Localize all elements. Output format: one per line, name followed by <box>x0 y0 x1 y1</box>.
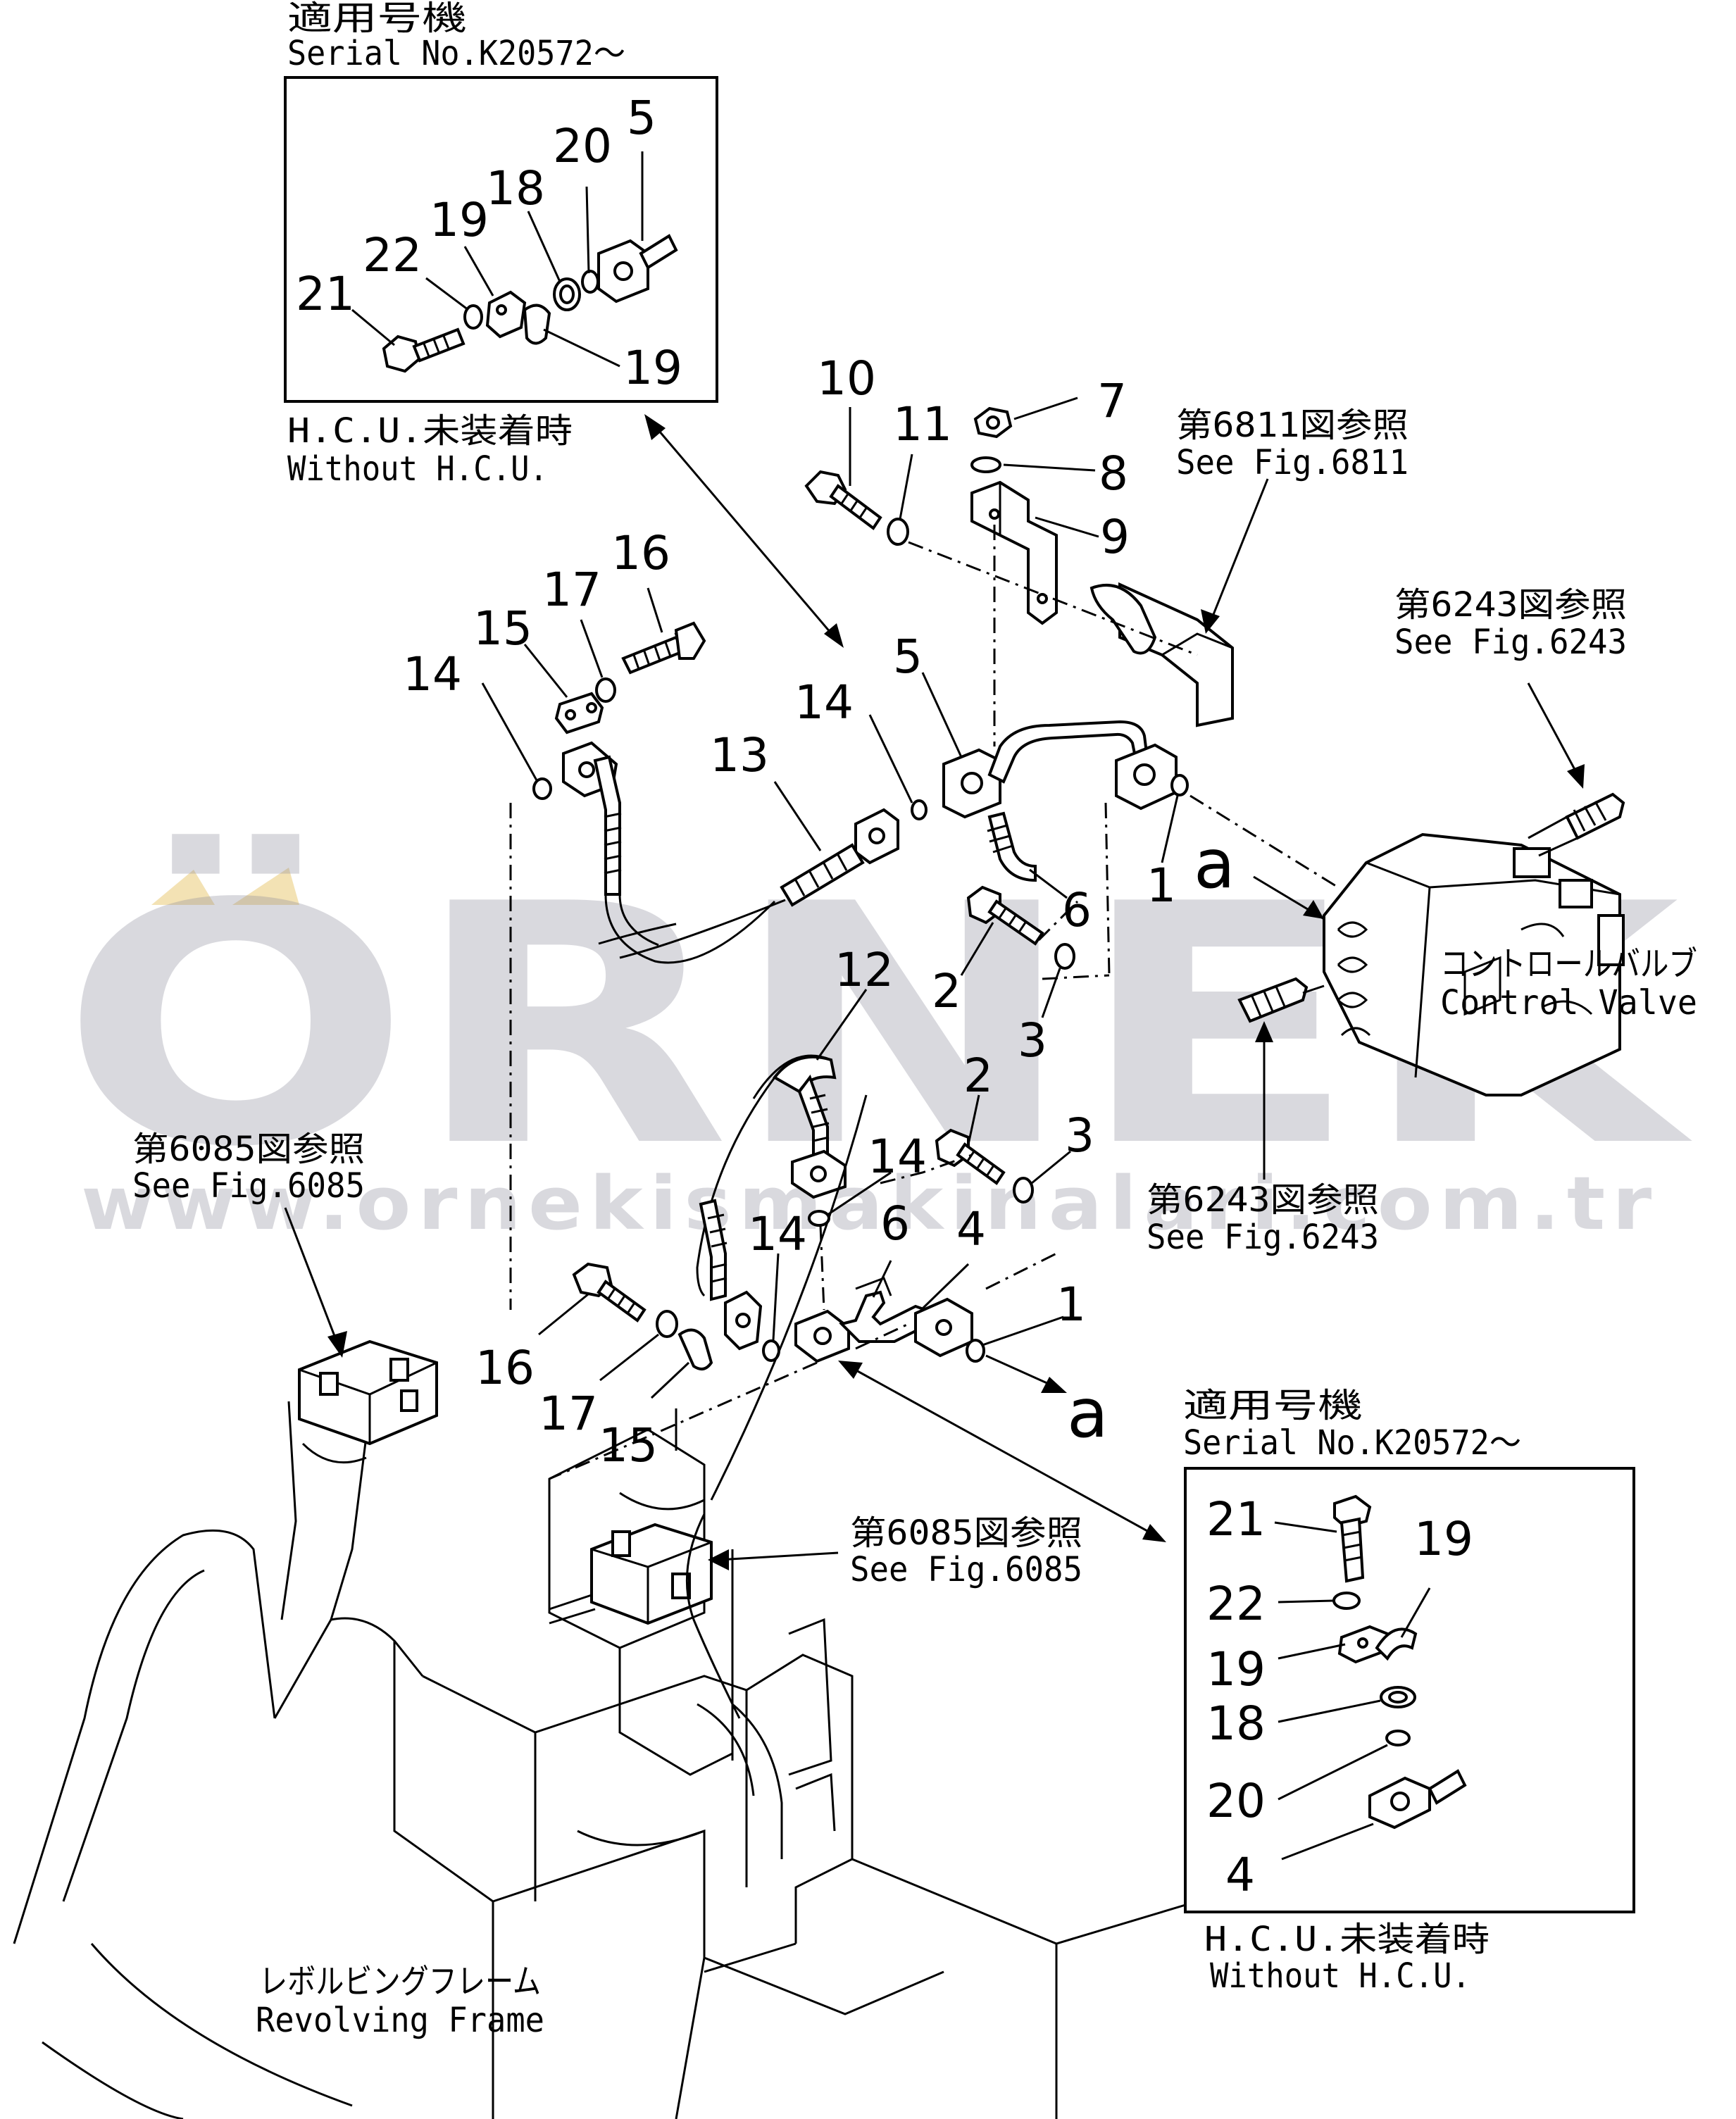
part-num-13: 13 <box>710 728 769 782</box>
center-valve-block <box>549 1523 713 1625</box>
control-valve-label-en: Control Valve <box>1440 983 1697 1023</box>
inset-top-serial-en: Serial No.K20572～ <box>287 34 625 73</box>
watermark-accent-left <box>151 870 215 905</box>
part-num-6b: 6 <box>880 1196 910 1251</box>
ref-6243b-en: See Fig.6243 <box>1147 1218 1379 1257</box>
revolving-frame-label-en: Revolving Frame <box>256 2001 544 2040</box>
inset-bottom-num-18: 18 <box>1206 1696 1266 1751</box>
ref-6811-ja: 第6811図参照 <box>1176 406 1409 445</box>
part-num-5: 5 <box>893 630 923 684</box>
inset-top-num-19a: 19 <box>430 193 489 247</box>
part-5-tube <box>942 720 1178 882</box>
marker-a-bottom: a <box>1067 1374 1109 1453</box>
part-num-8: 8 <box>1099 446 1128 501</box>
inset-bottom-note-en: Without H.C.U. <box>1210 1956 1470 1996</box>
inset-bottom-serial-en: Serial No.K20572～ <box>1183 1423 1521 1463</box>
part-num-2b: 2 <box>963 1049 993 1103</box>
inset-bottom-num-22: 22 <box>1206 1577 1266 1631</box>
leader-lines <box>284 396 1585 1719</box>
part-num-3b: 3 <box>1065 1108 1094 1163</box>
revolving-frame-label-ja: レボルビングフレーム <box>259 1962 541 2001</box>
part-num-15a: 15 <box>473 601 532 656</box>
part-num-14c: 14 <box>868 1130 927 1184</box>
watermark-accent-right <box>232 868 299 905</box>
inset-top-num-5: 5 <box>627 91 656 145</box>
ref-6085b-en: See Fig.6085 <box>850 1550 1082 1589</box>
part-9-bracket <box>970 480 1058 625</box>
inset-bottom-num-21: 21 <box>1206 1492 1266 1546</box>
control-valve-label-ja: コントロールバルブ <box>1440 944 1697 984</box>
part-num-10: 10 <box>817 351 876 406</box>
control-valve <box>1237 792 1625 1096</box>
part-14-hose-lower <box>699 1199 763 1351</box>
part-num-1a: 1 <box>1147 858 1176 913</box>
inset-top-serial-ja: 適用号機 <box>287 0 467 38</box>
part-num-12: 12 <box>835 943 894 997</box>
part-14-hose-left <box>562 741 776 964</box>
part-num-3a: 3 <box>1018 1013 1047 1068</box>
ref-6243b-ja: 第6243図参照 <box>1147 1180 1379 1220</box>
part-num-11: 11 <box>893 397 952 451</box>
part-num-16a: 16 <box>611 526 670 580</box>
part-num-17b: 17 <box>539 1387 598 1441</box>
inset-top-num-21: 21 <box>296 267 355 321</box>
revolving-frame-structure <box>13 1401 1198 2119</box>
part-num-14a: 14 <box>403 647 462 701</box>
ref-6085a-ja: 第6085図参照 <box>132 1130 365 1169</box>
lever-bracket <box>1089 582 1234 727</box>
part-num-6a: 6 <box>1062 883 1092 937</box>
ref-6085a-en: See Fig.6085 <box>132 1166 365 1206</box>
inset-bottom-num-20: 20 <box>1206 1774 1266 1828</box>
inset-top-num-19b: 19 <box>623 341 682 395</box>
inset-top-note-en: Without H.C.U. <box>287 449 548 489</box>
hardware <box>532 406 1189 1370</box>
inset-top-num-22: 22 <box>363 228 422 282</box>
inset-top-num-20: 20 <box>553 119 612 173</box>
ref-6243a-ja: 第6243図参照 <box>1394 585 1627 625</box>
inset-bottom-frame <box>1184 1467 1635 1913</box>
ref-6085b-ja: 第6085図参照 <box>850 1513 1082 1553</box>
inset-bottom-num-19a: 19 <box>1206 1642 1266 1696</box>
watermark-url: www.ornekismakinalari.com.tr <box>81 1161 1659 1246</box>
part-num-2a: 2 <box>932 964 961 1018</box>
part-num-17a: 17 <box>542 563 601 617</box>
inset-bottom-num-19b: 19 <box>1414 1512 1473 1566</box>
marker-a-top: a <box>1194 825 1235 904</box>
ref-6243a-en: See Fig.6243 <box>1394 623 1627 662</box>
part-12-hose <box>696 1054 847 1297</box>
inset-top-frame <box>284 76 718 403</box>
inset-top-note-ja: H.C.U.未装着時 <box>287 411 573 451</box>
part-num-4: 4 <box>956 1202 986 1256</box>
inset-top: 21 22 19 18 20 5 19 <box>284 76 718 403</box>
part-num-7: 7 <box>1097 374 1127 428</box>
left-valve-block <box>298 1339 438 1446</box>
part-num-14b: 14 <box>794 675 854 730</box>
inset-bottom-num-4: 4 <box>1225 1848 1255 1902</box>
inset-bottom-serial-ja: 適用号機 <box>1183 1386 1363 1425</box>
ref-6811-en: See Fig.6811 <box>1176 443 1409 482</box>
part-num-14d: 14 <box>748 1207 807 1261</box>
part-13-hose <box>598 808 899 959</box>
part-num-16b: 16 <box>475 1341 535 1395</box>
inset-bottom: 21 22 19 18 20 4 19 <box>1184 1467 1635 1913</box>
inset-top-num-18: 18 <box>486 161 545 215</box>
part-num-15b: 15 <box>599 1418 658 1473</box>
part-num-1b: 1 <box>1056 1277 1086 1332</box>
inset-bottom-note-ja: H.C.U.未装着時 <box>1204 1920 1490 1959</box>
part-number-labels: 10 11 7 8 9 16 17 15 14 13 14 5 1 6 2 3 … <box>403 351 1176 1473</box>
part-num-9: 9 <box>1100 510 1130 564</box>
